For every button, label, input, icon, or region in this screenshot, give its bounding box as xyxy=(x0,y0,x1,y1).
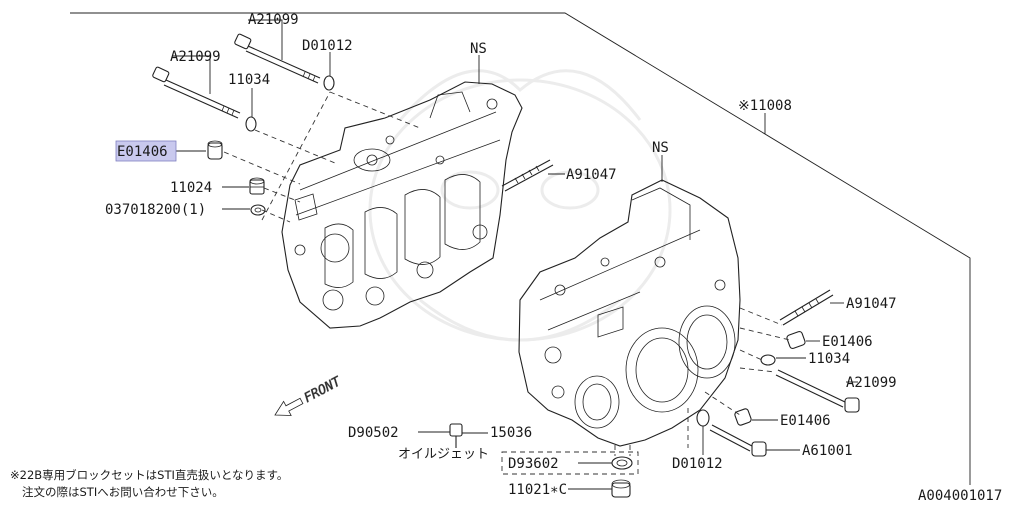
label-e01406-right[interactable]: E01406 xyxy=(822,334,873,350)
label-a21099-left[interactable]: A21099 xyxy=(170,49,221,65)
label-11034-right[interactable]: 11034 xyxy=(808,351,850,367)
washer-11034-top xyxy=(245,116,257,132)
gasket-037018200 xyxy=(250,204,266,216)
dowel-e01406-right xyxy=(786,330,806,350)
stud-a91047-right xyxy=(779,289,834,326)
right-side-fasteners xyxy=(449,289,860,498)
label-a21099-right[interactable]: A21099 xyxy=(846,375,897,391)
leader-lines xyxy=(172,19,858,490)
label-ns-top: NS xyxy=(470,41,487,57)
bolt-a21099-left xyxy=(152,66,241,119)
label-assembly-11008[interactable]: ※11008 xyxy=(738,98,792,114)
label-a91047-right[interactable]: A91047 xyxy=(846,296,897,312)
label-e01406-lower[interactable]: E01406 xyxy=(780,413,831,429)
label-11024[interactable]: 11024 xyxy=(170,180,212,196)
front-label: FRONT xyxy=(302,374,345,406)
label-d01012-top[interactable]: D01012 xyxy=(302,38,353,54)
label-d90502[interactable]: D90502 xyxy=(348,425,399,441)
label-ns-right: NS xyxy=(652,140,669,156)
label-a21099-top[interactable]: A21099 xyxy=(248,12,299,28)
washer-d01012-top xyxy=(323,75,335,91)
label-a61001[interactable]: A61001 xyxy=(802,443,853,459)
part-labels: A21099 D01012 A21099 11034 NS E01406 110… xyxy=(105,12,897,498)
diagram-id: A004001017 xyxy=(918,488,1002,504)
note-line-2: 注文の際はSTIへお問い合わせ下さい。 xyxy=(22,485,224,499)
oil-jet-15036 xyxy=(449,423,463,448)
label-15036[interactable]: 15036 xyxy=(490,425,532,441)
label-e01406-highlight[interactable]: E01406 xyxy=(117,144,168,160)
label-oil-jet: オイルジェット xyxy=(398,447,489,462)
label-a91047-top[interactable]: A91047 xyxy=(566,167,617,183)
e01406-highlight xyxy=(115,140,177,162)
washer-d01012-bottom xyxy=(696,409,710,427)
front-direction-marker: FRONT xyxy=(274,374,345,416)
label-11021c[interactable]: 11021∗C xyxy=(508,482,567,498)
left-block-half xyxy=(281,81,523,329)
bolt-a61001 xyxy=(709,424,767,457)
upper-left-fasteners xyxy=(152,33,554,216)
washer-11034-right xyxy=(760,354,776,366)
label-d01012-bottom[interactable]: D01012 xyxy=(672,456,723,472)
plug-11024 xyxy=(249,177,265,195)
label-11034-top[interactable]: 11034 xyxy=(228,72,270,88)
bolt-a21099-right xyxy=(775,369,860,413)
plug-11021c xyxy=(611,479,631,498)
d93602-dashed-box xyxy=(501,451,639,475)
note-line-1: ※22B専用ブロックセットはSTI直売扱いとなります。 xyxy=(10,468,288,482)
dashed-guide-lines xyxy=(223,91,791,456)
seal-d93602 xyxy=(611,456,633,470)
dowel-e01406-top xyxy=(207,140,223,160)
assembly-boundary-lines xyxy=(70,12,971,485)
stud-a91047-top xyxy=(501,159,554,192)
dowel-e01406-lower xyxy=(734,408,752,426)
watermark-emblem xyxy=(368,69,672,342)
label-d93602[interactable]: D93602 xyxy=(508,456,559,472)
bolt-a21099-top xyxy=(234,33,321,84)
right-block-half xyxy=(518,179,741,447)
label-037018200[interactable]: 037018200(1) xyxy=(105,202,206,218)
